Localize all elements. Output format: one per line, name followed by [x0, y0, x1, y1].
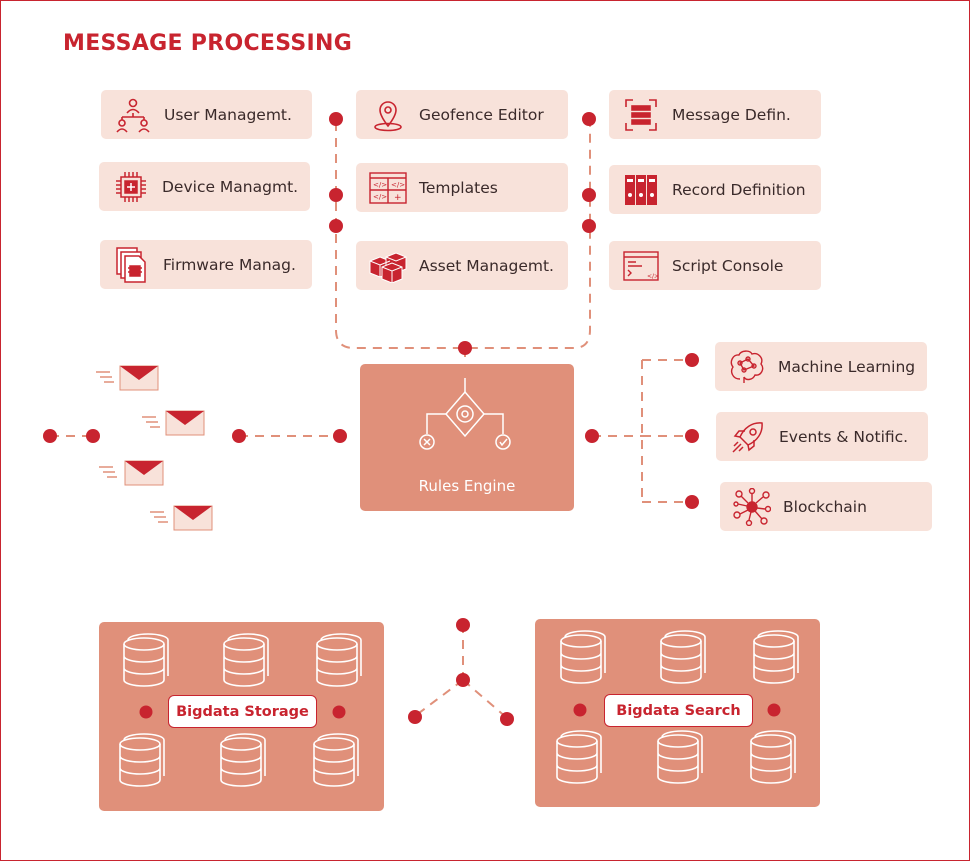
- database-icon: [753, 630, 799, 684]
- database-icon: [316, 633, 362, 687]
- node-dot: [582, 188, 596, 202]
- module-label: User Managemt.: [164, 105, 292, 124]
- module-label: Record Definition: [672, 180, 806, 199]
- output-machine-learning: Machine Learning: [715, 342, 927, 391]
- svg-text:</>: </>: [391, 181, 405, 189]
- database-icon: [750, 730, 796, 784]
- node-dot: [456, 673, 470, 687]
- module-user-management: User Managemt.: [101, 90, 312, 139]
- module-label: Device Managmt.: [162, 177, 299, 196]
- module-record-definition: Record Definition: [609, 165, 821, 214]
- module-firmware-management: Firmware Manag.: [100, 240, 312, 289]
- module-label: Geofence Editor: [419, 105, 544, 124]
- chip-icon: [111, 167, 151, 207]
- node-dot: [500, 712, 514, 726]
- database-icon: [556, 730, 602, 784]
- module-geofence-editor: Geofence Editor: [356, 90, 568, 139]
- svg-text:</>: </>: [373, 181, 387, 189]
- node-dot: [767, 703, 781, 717]
- node-dot: [86, 429, 100, 443]
- location-pin-icon: [368, 95, 408, 135]
- database-icon: [313, 733, 359, 787]
- connector-output: [592, 359, 692, 503]
- binders-icon: [621, 170, 661, 210]
- brain-icon: [727, 347, 767, 387]
- module-label: Message Defin.: [672, 105, 791, 124]
- svg-text:+: +: [394, 193, 402, 203]
- module-label: Asset Managemt.: [419, 256, 554, 275]
- svg-text:</>: </>: [373, 193, 387, 201]
- node-dot: [573, 703, 587, 717]
- module-device-management: Device Managmt.: [99, 162, 310, 211]
- bigdata-search-label: Bigdata Search: [604, 694, 753, 727]
- envelope-icon: [99, 460, 164, 486]
- node-dot: [456, 618, 470, 632]
- module-asset-management: Asset Managemt.: [356, 241, 568, 290]
- page-title: MESSAGE PROCESSING: [63, 31, 353, 56]
- rules-engine-label: Rules Engine: [418, 477, 516, 495]
- module-label: Firmware Manag.: [163, 255, 296, 274]
- database-icon: [657, 730, 703, 784]
- module-label: Script Console: [672, 256, 784, 275]
- node-dot: [43, 429, 57, 443]
- bigdata-storage-label: Bigdata Storage: [168, 695, 317, 728]
- rules-engine-block: Rules Engine: [360, 364, 574, 511]
- envelope-icon: [150, 505, 213, 531]
- message-definition-icon: [621, 95, 661, 135]
- node-dot: [582, 219, 596, 233]
- node-dot: [458, 341, 472, 355]
- boxes-icon: [368, 246, 408, 286]
- node-dot: [332, 705, 346, 719]
- output-label: Events & Notific.: [779, 427, 909, 446]
- database-icon: [223, 633, 269, 687]
- database-icon: [660, 630, 706, 684]
- database-icon: [220, 733, 266, 787]
- output-blockchain: Blockchain: [720, 482, 932, 531]
- user-hierarchy-icon: [113, 95, 153, 135]
- node-dot: [585, 429, 599, 443]
- module-script-console: </> Script Console: [609, 241, 821, 290]
- node-dot: [329, 188, 343, 202]
- svg-text:</>: </>: [647, 273, 659, 280]
- rules-flow-icon: [419, 378, 511, 450]
- code-template-icon: </> </> </> +: [368, 168, 408, 208]
- output-events-notifications: Events & Notific.: [716, 412, 928, 461]
- connector-storage-link: [414, 624, 508, 719]
- output-label: Blockchain: [783, 497, 867, 516]
- console-icon: </>: [621, 246, 661, 286]
- node-dot: [333, 429, 347, 443]
- rocket-icon: [728, 417, 768, 457]
- database-icon: [560, 630, 606, 684]
- node-dot: [408, 710, 422, 724]
- node-dot: [685, 353, 699, 367]
- node-dot: [685, 429, 699, 443]
- envelope-icon: [142, 410, 205, 436]
- incoming-messages: [92, 360, 222, 535]
- node-dot: [329, 219, 343, 233]
- module-templates: </> </> </> + Templates: [356, 163, 568, 212]
- database-icon: [123, 633, 169, 687]
- module-message-definition: Message Defin.: [609, 90, 821, 139]
- envelope-icon: [96, 365, 159, 391]
- module-label: Templates: [419, 178, 498, 197]
- output-label: Machine Learning: [778, 357, 916, 376]
- node-dot: [582, 112, 596, 126]
- node-dot: [685, 495, 699, 509]
- network-nodes-icon: [732, 487, 772, 527]
- node-dot: [139, 705, 153, 719]
- connector-left-vertical: [335, 122, 591, 349]
- database-icon: [119, 733, 165, 787]
- node-dot: [329, 112, 343, 126]
- node-dot: [232, 429, 246, 443]
- firmware-files-icon: [112, 245, 152, 285]
